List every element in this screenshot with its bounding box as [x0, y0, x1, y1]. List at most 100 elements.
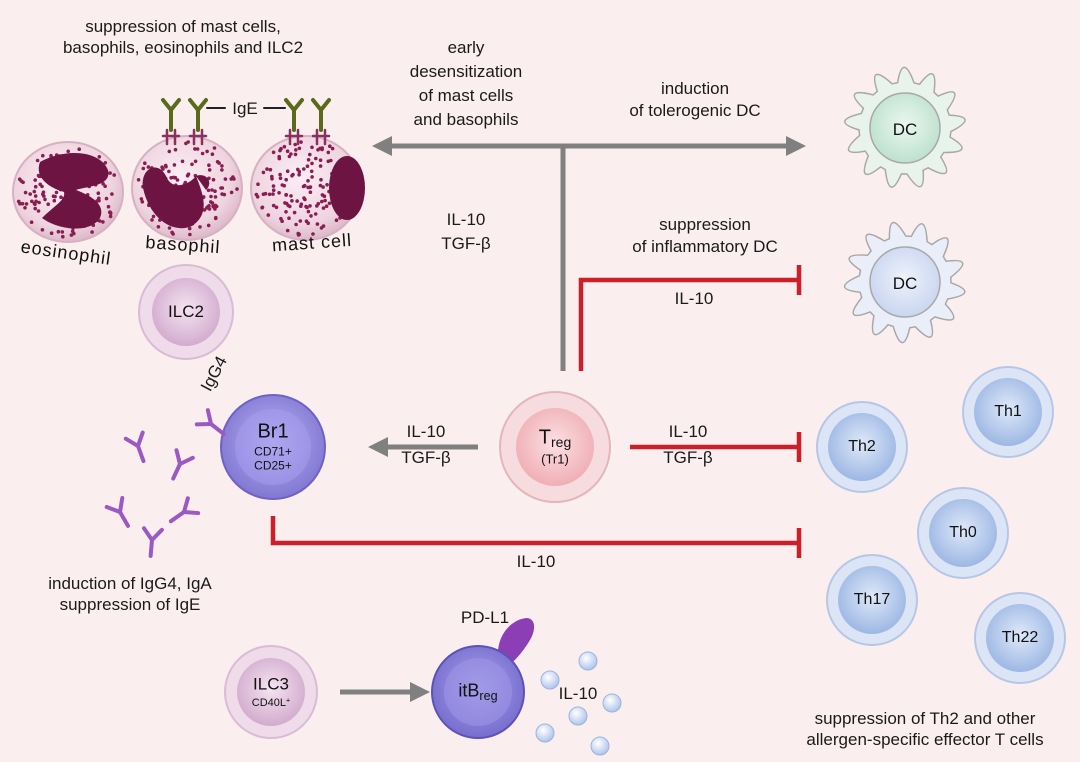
tolerogenic-dc-cell: [843, 66, 966, 188]
granule-dot: [285, 228, 290, 233]
label-line: desensitization: [409, 62, 523, 81]
granule-dot: [308, 185, 313, 189]
granule-dot: [293, 152, 298, 157]
granule-dot: [271, 184, 276, 188]
th17-label: Th17: [853, 590, 891, 608]
granule-dot: [318, 183, 323, 188]
inflammatory-dc-cell: [843, 221, 966, 344]
granule-dot: [325, 183, 329, 187]
granule-dot: [213, 195, 218, 199]
granule-dot: [306, 221, 311, 225]
granule-dot: [108, 214, 113, 219]
granule-dot: [175, 178, 180, 182]
ilc2-label: ILC2: [168, 302, 204, 322]
granule-dot: [180, 159, 185, 164]
granule-dot: [306, 179, 310, 183]
treg-to-inflammatory-dc-line: [578, 277, 797, 371]
granule-dot: [271, 203, 276, 208]
th17-cell: [826, 554, 918, 646]
igg4-antibody: [168, 496, 201, 524]
granule-dot: [306, 209, 311, 214]
ilc3-name: ILC3: [253, 674, 289, 694]
granule-dot: [173, 147, 178, 152]
granule-dot: [160, 165, 164, 169]
arrowhead-to-granulocytes: [372, 136, 392, 156]
granule-dot: [172, 163, 177, 167]
granule-dot: [207, 163, 211, 167]
igg4-antibody: [104, 495, 130, 528]
th1-label: Th1: [994, 402, 1022, 420]
label-line: suppression of IgE: [59, 595, 201, 614]
granule-dot: [296, 233, 301, 237]
th2-suppression-label: suppression of Th2 and other allergen-sp…: [806, 708, 1043, 750]
granule-dot: [139, 197, 144, 201]
granule-dot: [108, 210, 112, 214]
eosinophil-cell: [12, 141, 124, 243]
granule-dot: [212, 146, 217, 150]
granule-dot: [184, 141, 188, 146]
granule-dot: [287, 154, 292, 159]
granule-dot: [34, 199, 38, 204]
granule-dot: [33, 202, 37, 207]
inflammatory-dc-label: DC: [892, 274, 918, 294]
granule-dot: [321, 224, 326, 228]
granule-dot: [215, 160, 220, 164]
granule-dot: [33, 194, 38, 198]
granule-dot: [43, 197, 47, 202]
granule-dot: [310, 161, 314, 166]
granule-dot: [205, 206, 209, 210]
granule-dot: [61, 234, 65, 239]
inflammatory-dc-suppression-label: suppression of inflammatory DC: [632, 214, 777, 258]
granule-dot: [289, 194, 293, 198]
granule-dot: [59, 195, 63, 199]
granule-dot: [214, 204, 219, 209]
granule-dot: [167, 169, 171, 174]
label-line: induction of IgG4, IgA: [48, 574, 212, 593]
granule-dot: [310, 175, 314, 179]
label-line: and basophils: [413, 110, 519, 129]
granule-dot: [278, 148, 282, 153]
granule-dot: [328, 144, 332, 148]
label-line: IL-10: [446, 210, 486, 229]
central-cytokine-label: IL-10 TGF-β: [441, 208, 490, 256]
mast-cell-nucleus: [329, 156, 365, 220]
treg-to-th2-cytokine-label: IL-10 TGF-β: [663, 419, 712, 471]
granule-dot: [167, 226, 172, 230]
granule-dot: [193, 159, 198, 164]
granule-dot: [223, 177, 228, 181]
granule-dot: [23, 190, 28, 195]
br1-marker: CD25+: [254, 458, 292, 473]
granule-dot: [36, 209, 41, 213]
granule-dot: [140, 200, 145, 204]
granule-dot: [265, 167, 269, 171]
br1-label: Br1 CD71+ CD25+: [254, 421, 292, 474]
granulocyte-suppression-label: suppression of mast cells, basophils, eo…: [63, 16, 303, 58]
granule-dot: [156, 225, 161, 229]
granule-dot: [214, 215, 218, 220]
granule-dot: [188, 232, 192, 237]
granule-dot: [104, 196, 109, 201]
ilc3-cell: [224, 645, 318, 739]
ilc2-cell: [138, 264, 234, 360]
granule-dot: [60, 230, 65, 234]
granule-dot: [36, 173, 41, 178]
br1-cell: [220, 394, 326, 500]
granule-dot: [29, 220, 34, 224]
granule-dot: [308, 152, 312, 157]
label-line: of mast cells: [418, 86, 514, 105]
granule-dot: [320, 199, 324, 204]
granule-dot: [309, 214, 313, 218]
br1-to-tcells-line: [270, 516, 797, 546]
label-line: suppression: [659, 215, 751, 234]
granule-dot: [229, 177, 233, 181]
granule-dot: [103, 161, 108, 165]
granule-dot: [232, 177, 236, 181]
br1-marker: CD71+: [254, 444, 292, 459]
granule-dot: [97, 196, 101, 201]
granule-dot: [190, 162, 194, 167]
granule-dot: [314, 156, 318, 161]
granule-dot: [37, 200, 41, 205]
granule-dot: [284, 193, 288, 197]
granule-dot: [260, 205, 264, 210]
